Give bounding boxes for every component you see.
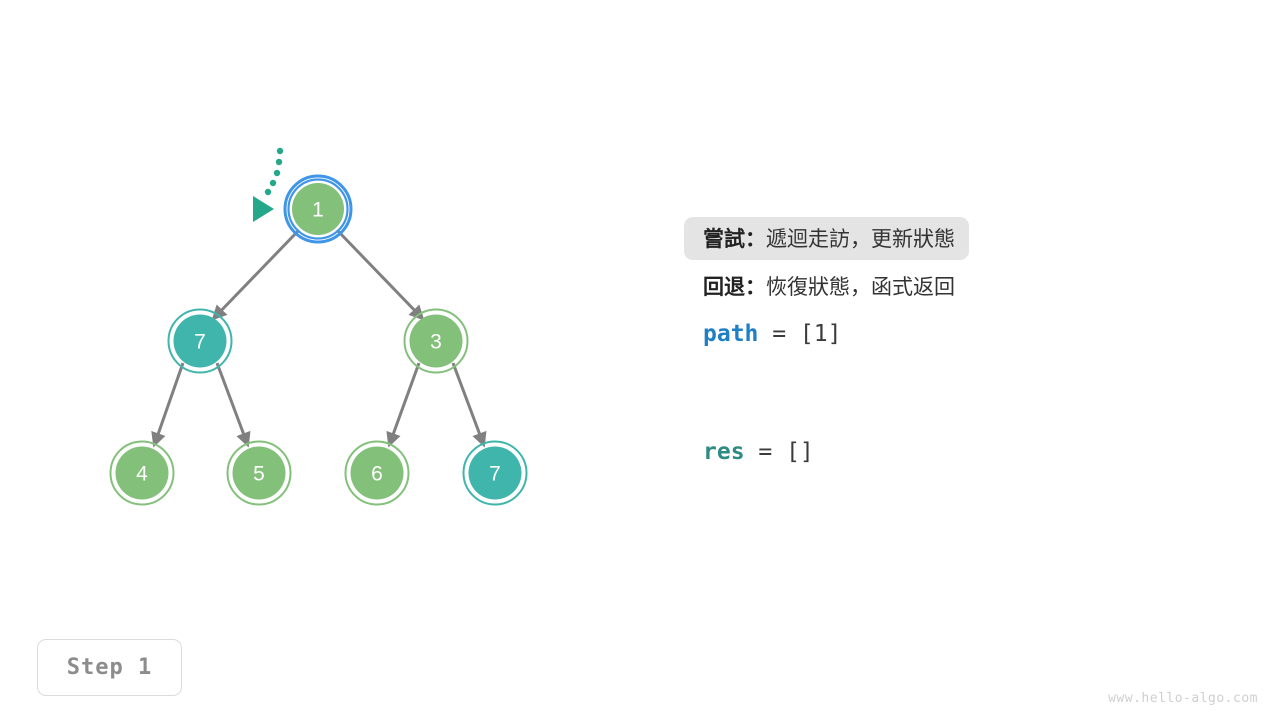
- backtrack-phase-row: 回退：恢復狀態，函式返回: [684, 262, 1244, 310]
- tree-edges: [151, 228, 487, 448]
- step-badge: Step 1: [37, 639, 182, 696]
- res-variable-row: res = []: [684, 428, 1244, 476]
- node-circle: [173, 314, 227, 368]
- node-outer-ring: [462, 440, 528, 506]
- node-outer-ring: [109, 440, 175, 506]
- backtrack-phase-label: 回退：: [703, 276, 766, 299]
- try-phase-label: 嘗試：: [703, 228, 766, 251]
- node-circle: [232, 446, 286, 500]
- try-phase-highlight: 嘗試：遞迴走訪，更新狀態: [684, 216, 969, 260]
- tree-node-6[interactable]: 6: [344, 440, 410, 506]
- edge-3-to-6: [386, 362, 421, 448]
- node-outer-ring: [167, 308, 233, 374]
- panel-spacer: [684, 358, 1244, 428]
- node-highlight-ring: [283, 174, 353, 244]
- tree-nodes: 1 7 3 4: [109, 174, 528, 506]
- path-variable-row: path = [1]: [684, 310, 1244, 358]
- node-value-label: 7: [194, 331, 206, 354]
- node-circle: [409, 314, 463, 368]
- pointer-dot: [276, 147, 284, 155]
- path-variable-name: path: [703, 321, 759, 347]
- algorithm-state-panel: 嘗試：遞迴走訪，更新狀態 回退：恢復狀態，函式返回 path = [1] res…: [684, 214, 1244, 476]
- tree-node-3[interactable]: 3: [403, 308, 469, 374]
- edge-1-to-7: [211, 228, 301, 321]
- node-value-label: 7: [489, 463, 501, 486]
- try-phase-text: 遞迴走訪，更新狀態: [766, 228, 955, 251]
- node-outer-ring: [403, 308, 469, 374]
- backtrack-phase-text: 恢復狀態，函式返回: [766, 276, 955, 299]
- edge-7-to-4: [151, 362, 185, 448]
- tree-node-4[interactable]: 4: [109, 440, 175, 506]
- edge-1-to-3: [335, 228, 425, 321]
- res-variable-value: = []: [744, 439, 814, 465]
- pointer-dot: [264, 188, 272, 196]
- pointer-dot: [273, 169, 281, 177]
- pointer-arrowhead: [253, 196, 274, 222]
- node-circle: [115, 446, 169, 500]
- tree-node-5[interactable]: 5: [226, 440, 292, 506]
- node-circle: [350, 446, 404, 500]
- step-badge-label: Step 1: [66, 655, 153, 680]
- tree-node-7-right[interactable]: 7: [462, 440, 528, 506]
- recursion-pointer: [253, 147, 284, 222]
- node-outer-ring: [344, 440, 410, 506]
- node-inner-ring: [287, 178, 349, 240]
- node-value-label: 3: [430, 331, 442, 354]
- pointer-dot: [275, 158, 283, 166]
- path-variable-value: = [1]: [758, 321, 842, 347]
- tree-node-1[interactable]: 1: [283, 174, 353, 244]
- edge-3-to-7: [451, 362, 487, 448]
- pointer-dot: [269, 179, 277, 187]
- tree-svg-canvas: 1 7 3 4: [109, 147, 528, 506]
- site-watermark: www.hello-algo.com: [1108, 691, 1258, 706]
- node-value-label: 4: [136, 463, 148, 486]
- try-phase-row: 嘗試：遞迴走訪，更新狀態: [684, 214, 1244, 262]
- edge-7-to-5: [215, 362, 251, 448]
- node-outer-ring: [226, 440, 292, 506]
- node-value-label: 5: [253, 463, 265, 486]
- node-circle: [468, 446, 522, 500]
- binary-tree-figure: 1 7 3 4: [0, 0, 660, 620]
- node-value-label: 6: [371, 463, 383, 486]
- res-variable-name: res: [703, 439, 745, 465]
- node-value-label: 1: [312, 199, 324, 222]
- node-circle: [292, 183, 344, 235]
- tree-node-7-left[interactable]: 7: [167, 308, 233, 374]
